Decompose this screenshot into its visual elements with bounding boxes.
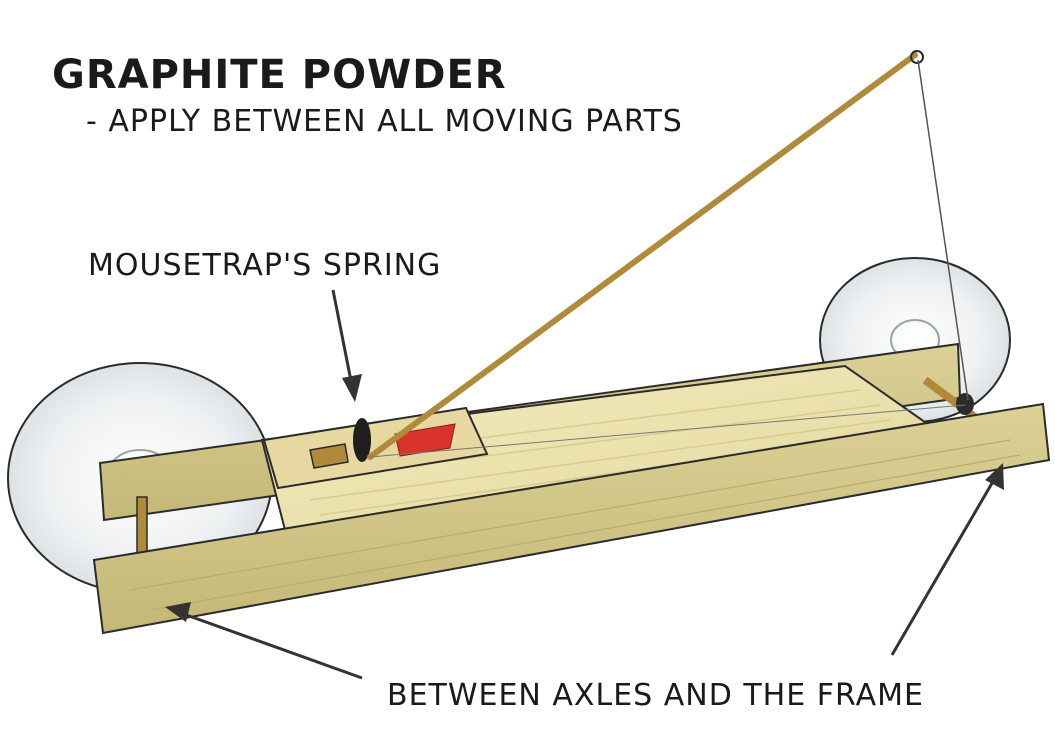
rear-axle-arrow <box>165 602 363 680</box>
diagram-subtitle: - APPLY BETWEEN ALL MOVING PARTS <box>86 104 683 139</box>
spring-callout-label: MOUSETRAP'S SPRING <box>88 248 442 283</box>
pull-string <box>369 59 969 458</box>
front-axle-arrow <box>890 463 1004 656</box>
front-frame-rail <box>92 402 1051 635</box>
diagram-title: GRAPHITE POWDER <box>52 52 507 98</box>
spring-coil <box>353 418 371 462</box>
mousetrap <box>262 406 489 490</box>
axles-callout-label: BETWEEN AXLES AND THE FRAME <box>387 678 924 713</box>
spring-arrow <box>331 289 362 402</box>
lever-arm <box>367 50 924 460</box>
base-board <box>260 364 935 532</box>
